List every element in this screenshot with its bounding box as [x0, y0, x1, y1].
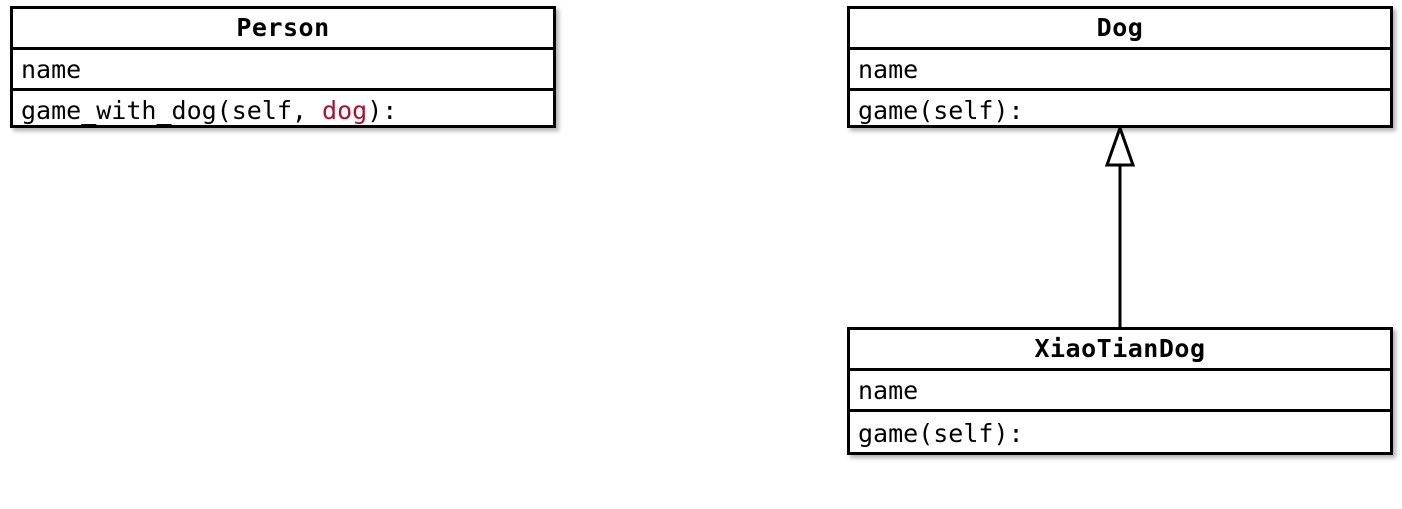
- inheritance-arrow-xiaotiandog-to-dog: [1090, 123, 1150, 330]
- uml-class-person[interactable]: Person name game_with_dog(self, dog):: [10, 6, 556, 128]
- uml-class-person-attribute-name: name: [13, 50, 553, 91]
- uml-class-xiaotiandog-title: XiaoTianDog: [850, 330, 1390, 371]
- uml-class-xiaotiandog-attribute-name: name: [850, 371, 1390, 412]
- uml-class-person-method-game-with-dog: game_with_dog(self, dog):: [13, 91, 553, 132]
- method-signature-prefix: game_with_dog(self,: [21, 96, 323, 125]
- method-signature-suffix: ):: [367, 96, 398, 125]
- method-parameter-dog: dog: [322, 96, 368, 125]
- uml-class-dog-method-game: game(self):: [858, 96, 1024, 125]
- uml-class-dog-title: Dog: [850, 9, 1390, 50]
- uml-class-person-title: Person: [13, 9, 553, 50]
- uml-class-dog[interactable]: Dog name game(self):: [847, 6, 1393, 128]
- uml-class-xiaotiandog-method-game: game(self):: [858, 419, 1024, 448]
- uml-class-xiaotiandog[interactable]: XiaoTianDog name game(self):: [847, 327, 1393, 455]
- hollow-triangle-arrowhead-icon: [1104, 123, 1136, 167]
- uml-class-dog-attribute-name: name: [850, 50, 1390, 91]
- inheritance-arrow-svg: [1104, 123, 1136, 330]
